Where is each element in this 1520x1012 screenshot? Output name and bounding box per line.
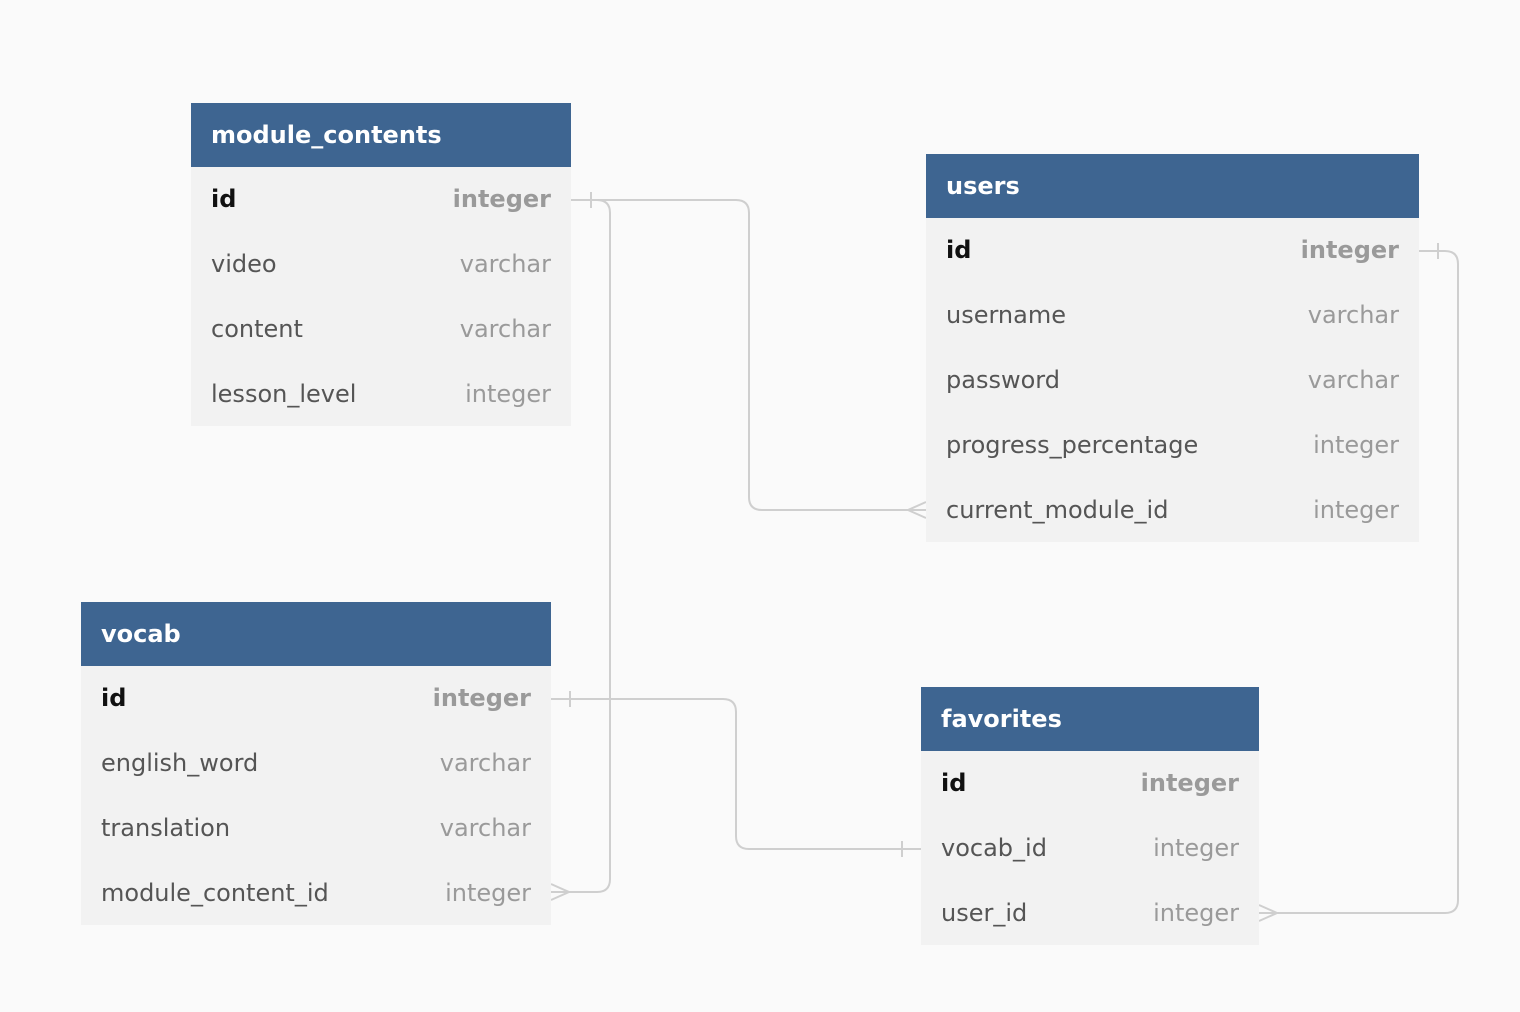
table-header[interactable]: module_contents <box>191 103 571 167</box>
column-name: content <box>211 314 303 343</box>
column-name: video <box>211 250 277 279</box>
relation-line <box>571 199 926 511</box>
column-type: integer <box>1313 430 1399 459</box>
column-type: varchar <box>439 813 531 842</box>
column-type: varchar <box>459 314 551 343</box>
column-name: english_word <box>101 749 259 778</box>
column-name: password <box>946 365 1060 394</box>
column-name: id <box>101 684 127 713</box>
column-row[interactable]: english_word varchar <box>81 731 551 796</box>
column-row[interactable]: video varchar <box>191 232 571 297</box>
column-name: user_id <box>941 898 1028 927</box>
column-type: integer <box>432 684 531 713</box>
table-header[interactable]: favorites <box>921 687 1259 751</box>
relation-module-contents-users <box>571 192 927 519</box>
column-type: varchar <box>1307 365 1399 394</box>
table-header[interactable]: users <box>926 154 1419 218</box>
table-header[interactable]: vocab <box>81 602 551 666</box>
column-type: integer <box>1153 898 1239 927</box>
column-name: id <box>946 236 972 265</box>
column-type: varchar <box>459 250 551 279</box>
column-row[interactable]: vocab_id integer <box>921 816 1259 881</box>
column-row[interactable]: id integer <box>921 751 1259 816</box>
column-name: current_module_id <box>946 495 1169 524</box>
relation-line <box>551 698 921 850</box>
column-row[interactable]: user_id integer <box>921 881 1259 946</box>
crow-foot-marker <box>550 883 572 901</box>
column-row[interactable]: translation varchar <box>81 796 551 861</box>
column-row[interactable]: username varchar <box>926 283 1419 348</box>
crow-foot-marker <box>905 501 927 519</box>
column-name: module_content_id <box>101 878 329 907</box>
column-name: progress_percentage <box>946 430 1199 459</box>
column-type: integer <box>1313 495 1399 524</box>
column-type: integer <box>1153 834 1239 863</box>
column-row[interactable]: module_content_id integer <box>81 860 551 925</box>
column-name: id <box>211 185 237 214</box>
column-type: varchar <box>439 749 531 778</box>
crow-foot-marker <box>1258 904 1280 922</box>
column-type: integer <box>1140 769 1239 798</box>
column-name: id <box>941 769 967 798</box>
table-users[interactable]: users id integer username varchar passwo… <box>926 154 1419 542</box>
column-row[interactable]: id integer <box>191 167 571 232</box>
column-name: translation <box>101 813 231 842</box>
column-row[interactable]: id integer <box>81 666 551 731</box>
column-type: integer <box>445 878 531 907</box>
column-row[interactable]: lesson_level integer <box>191 361 571 426</box>
column-type: integer <box>452 185 551 214</box>
column-row[interactable]: password varchar <box>926 348 1419 413</box>
column-row[interactable]: id integer <box>926 218 1419 283</box>
column-type: integer <box>465 379 551 408</box>
column-name: lesson_level <box>211 379 357 408</box>
column-type: integer <box>1300 236 1399 265</box>
column-row[interactable]: progress_percentage integer <box>926 412 1419 477</box>
column-row[interactable]: content varchar <box>191 297 571 362</box>
column-name: username <box>946 301 1066 330</box>
column-type: varchar <box>1307 301 1399 330</box>
relation-vocab-favorites <box>551 691 921 857</box>
column-row[interactable]: current_module_id integer <box>926 477 1419 542</box>
table-vocab[interactable]: vocab id integer english_word varchar tr… <box>81 602 551 925</box>
column-name: vocab_id <box>941 834 1047 863</box>
table-favorites[interactable]: favorites id integer vocab_id integer us… <box>921 687 1259 945</box>
table-module-contents[interactable]: module_contents id integer video varchar… <box>191 103 571 426</box>
